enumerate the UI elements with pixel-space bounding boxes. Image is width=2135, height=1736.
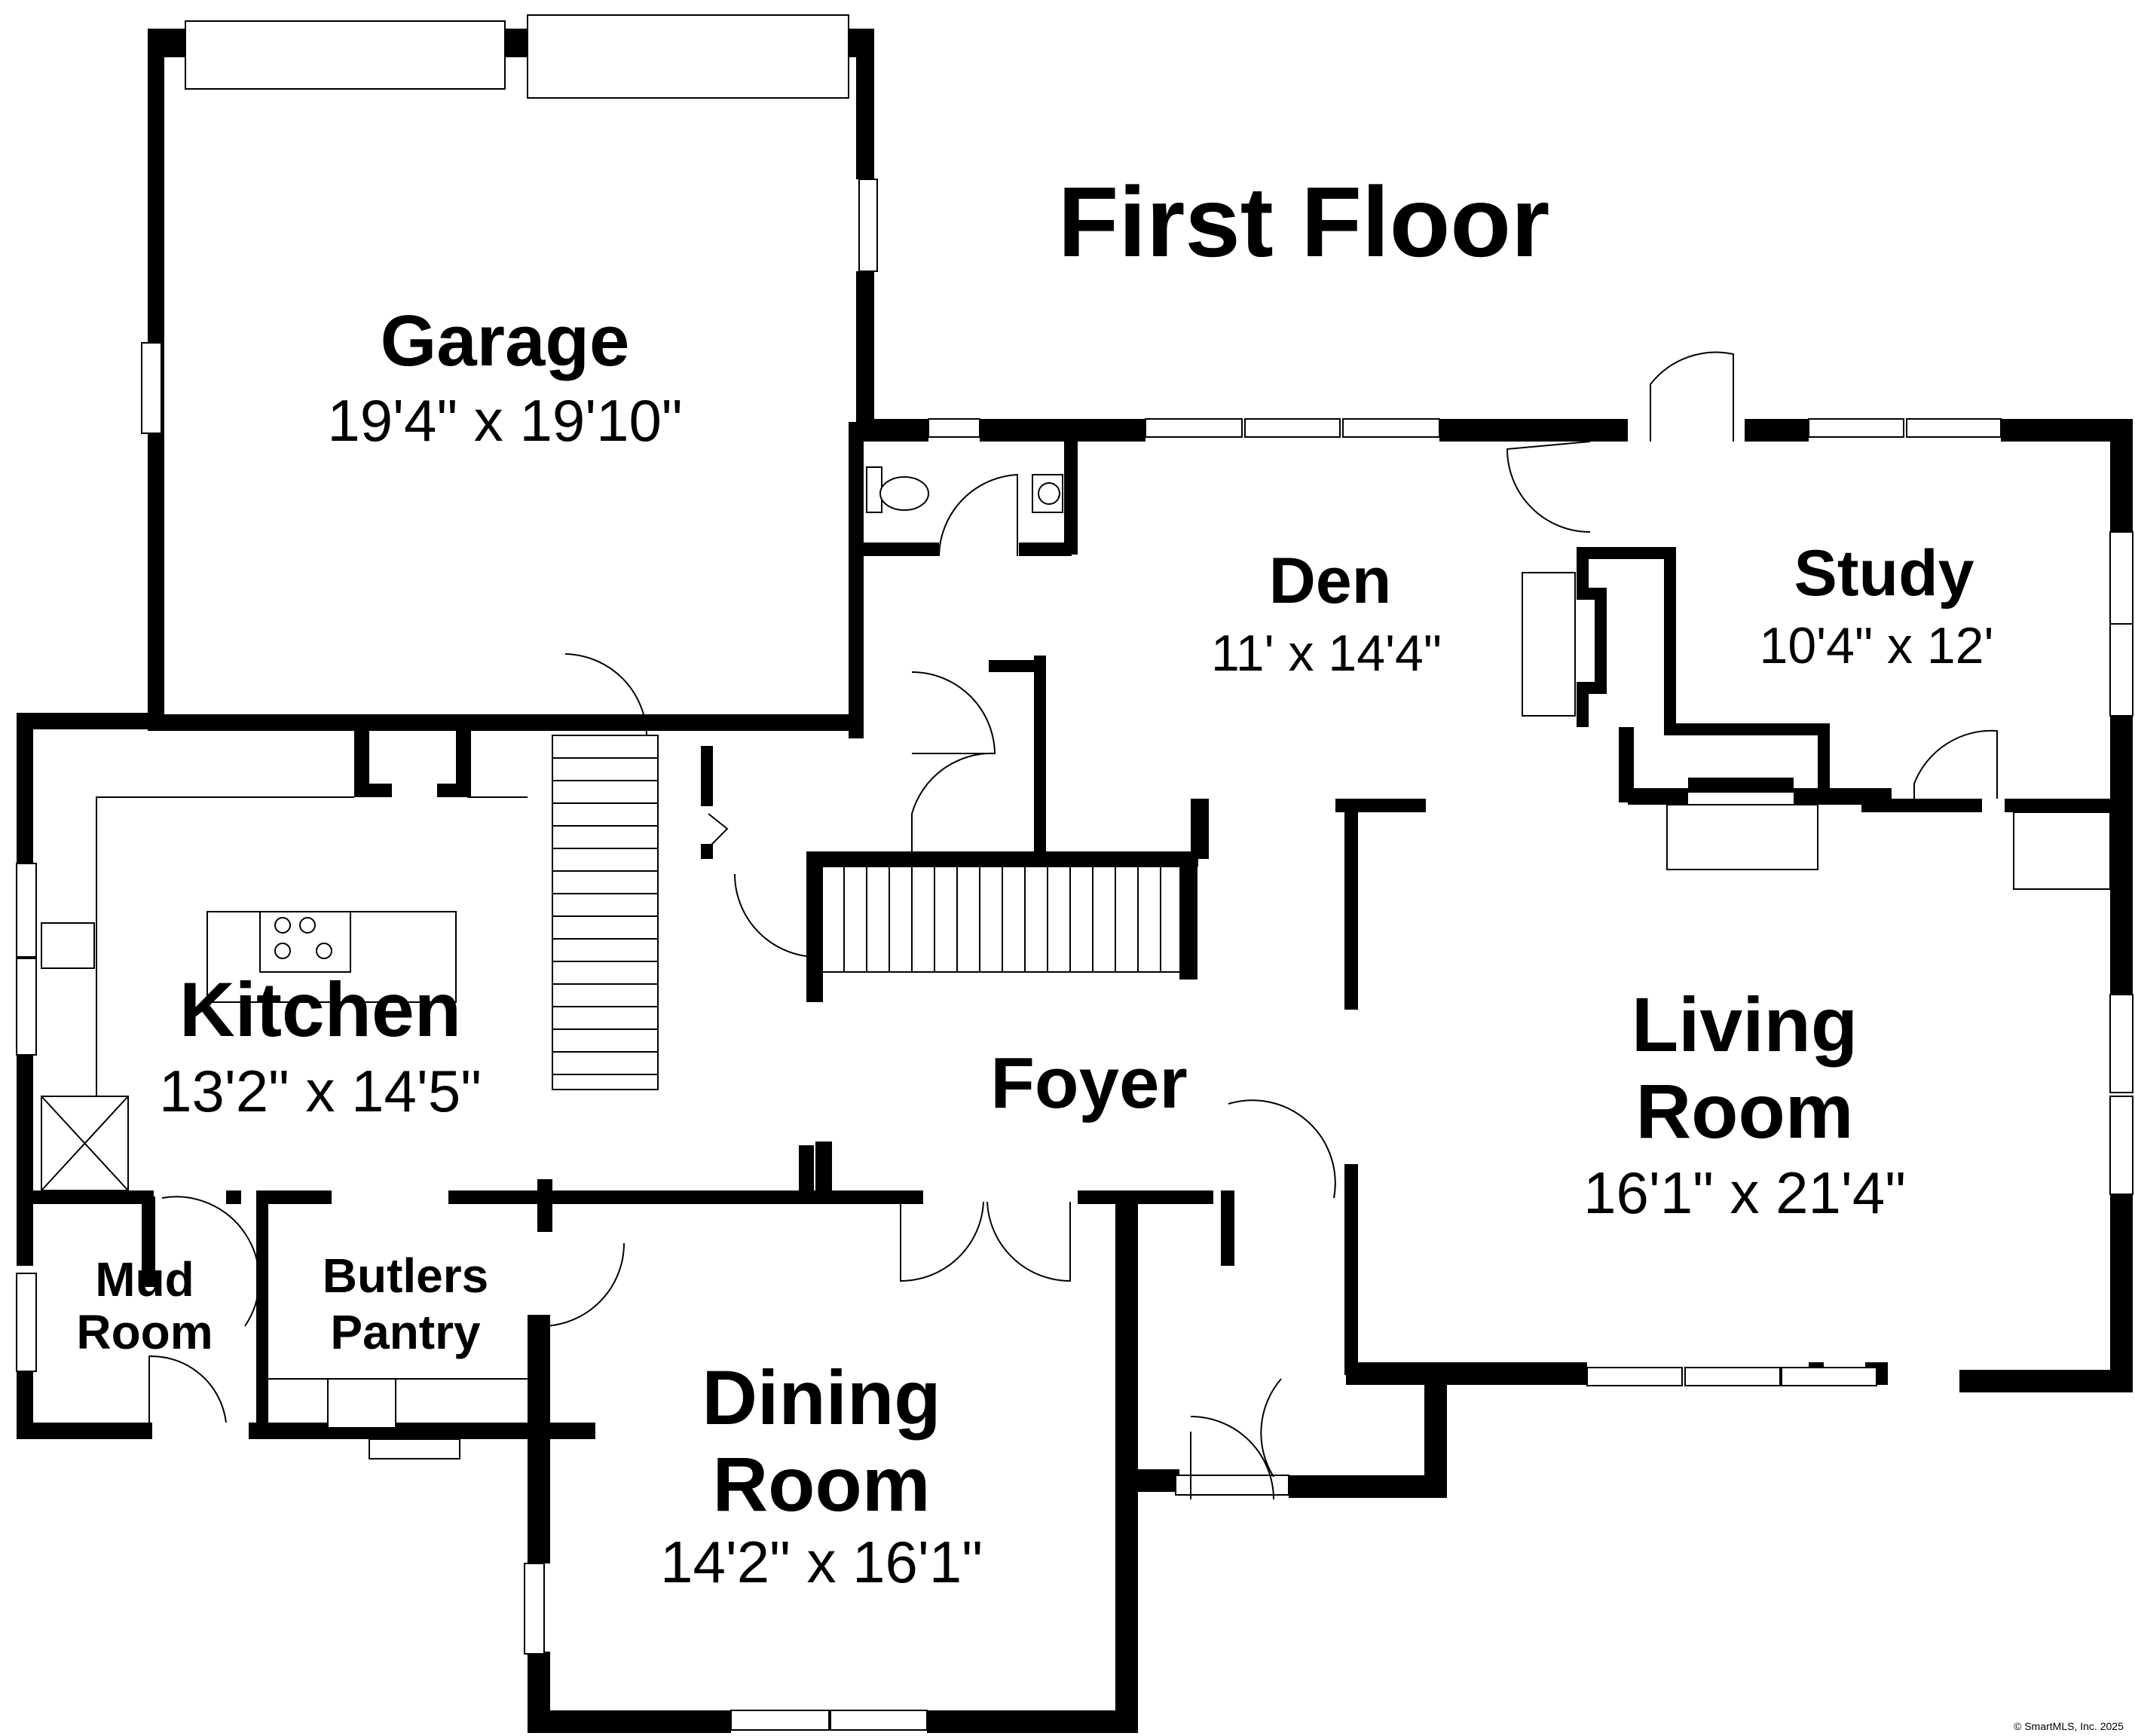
room-name-study: Study: [1794, 537, 1974, 610]
room-name-living-line2: Room: [1636, 1068, 1854, 1154]
copyright-notice: © SmartMLS, Inc. 2025: [2014, 1720, 2124, 1732]
room-name-kitchen: Kitchen: [179, 967, 461, 1053]
room-dims-study: 10'4" x 12': [1760, 617, 1994, 674]
room-name-mud-line2: Room: [76, 1305, 213, 1359]
plan-title: First Floor: [1058, 167, 1550, 277]
room-dims-kitchen: 13'2" x 14'5": [159, 1058, 482, 1124]
room-name-den: Den: [1269, 545, 1391, 617]
windows: [16, 14, 2133, 1731]
room-name-dining-line2: Room: [713, 1441, 931, 1527]
room-name-living-line1: Living: [1632, 982, 1858, 1068]
room-dims-dining: 14'2" x 16'1": [660, 1529, 983, 1595]
room-name-garage: Garage: [381, 301, 630, 381]
doors-and-fixtures: [41, 351, 2111, 1500]
room-dims-garage: 19'4" x 19'10": [327, 387, 682, 454]
room-name-foyer: Foyer: [990, 1043, 1187, 1123]
walls: [17, 29, 2133, 1733]
room-name-mud-line1: Mud: [95, 1252, 194, 1307]
room-name-dining-line1: Dining: [702, 1355, 941, 1441]
room-name-butlers-line1: Butlers: [323, 1249, 489, 1303]
room-dims-den: 11' x 14'4": [1211, 625, 1442, 682]
room-name-butlers-line2: Pantry: [330, 1305, 481, 1359]
room-dims-living: 16'1" x 21'4": [1583, 1160, 1906, 1226]
